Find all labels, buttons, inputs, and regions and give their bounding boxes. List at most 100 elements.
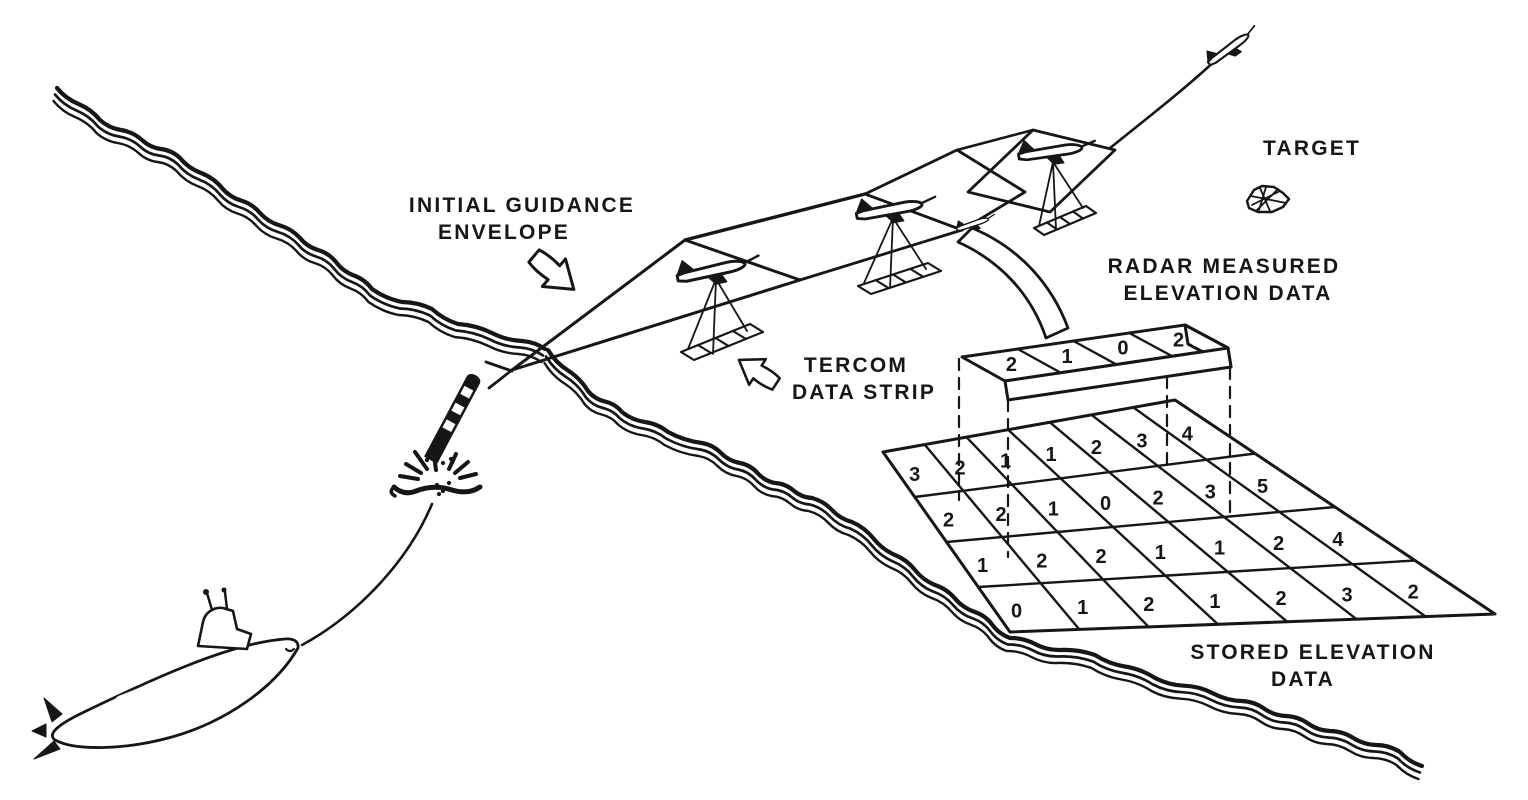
- corridor-line: [955, 128, 1035, 152]
- radar-strip-value: 2: [1173, 330, 1184, 352]
- splash-spike: [432, 454, 438, 472]
- splash-spike: [404, 462, 423, 475]
- tercom-pointer-arrow: [730, 346, 785, 398]
- strip-divider: [909, 267, 925, 279]
- stored-grid-value: 1: [1209, 591, 1220, 613]
- stored-grid-value: 2: [1143, 594, 1154, 616]
- grid-outline: [881, 398, 1497, 634]
- grid-column-line: [1132, 406, 1427, 618]
- stored-grid-value: 3: [1205, 482, 1216, 504]
- strip-divider: [714, 336, 730, 348]
- missile-band: [451, 402, 465, 416]
- strip-divider: [696, 343, 713, 355]
- radar-measured-label-line1: RADAR MEASURED: [1108, 255, 1341, 278]
- tercom-ground-strips: [679, 204, 1098, 362]
- stored-grid-value: 2: [1036, 551, 1047, 573]
- labels: INITIAL GUIDANCE ENVELOPE TERCOM DATA ST…: [409, 137, 1433, 691]
- stored-grid-value: 1: [1077, 597, 1088, 619]
- grid-column-line: [1048, 421, 1289, 623]
- strip-divider: [891, 273, 908, 284]
- missile-band: [460, 385, 474, 399]
- stored-grid-value: 1: [1048, 498, 1059, 520]
- grid-row-line: [913, 452, 1257, 499]
- stored-grid-value: 2: [1273, 533, 1284, 555]
- corridor-line: [798, 228, 964, 282]
- stored-grid-value: 2: [995, 504, 1006, 526]
- initial-guidance-label-line1: INITIAL GUIDANCE: [409, 194, 635, 217]
- stored-grid-value: 1: [1045, 444, 1056, 466]
- submarine-tail-fin: [43, 697, 63, 723]
- target-label: TARGET: [1263, 137, 1361, 160]
- coastline-wave-line: [543, 361, 1420, 781]
- missile-band: [442, 419, 456, 433]
- strip-divider: [874, 278, 890, 290]
- stored-grid-value: 3: [1136, 430, 1147, 452]
- stored-elevation-label-line2: DATA: [1271, 668, 1335, 691]
- coastline-wave-line: [545, 347, 1425, 769]
- radar-beam: [687, 278, 717, 350]
- radar-beam: [712, 278, 717, 355]
- stored-grid-value: 4: [1332, 529, 1344, 551]
- descent-swoosh-band: [956, 226, 1070, 340]
- stored-elevation-grid: [881, 398, 1497, 634]
- stored-grid-value: 2: [1095, 546, 1106, 568]
- submarine: [31, 587, 300, 760]
- launching-missile: [424, 374, 481, 464]
- radar-beam: [1038, 161, 1054, 227]
- splash-spike: [398, 474, 420, 481]
- splash-waterline: [391, 484, 483, 496]
- radar-beam: [863, 217, 894, 284]
- grid-row-line: [977, 559, 1417, 589]
- envelope-apex-extension: [487, 368, 514, 390]
- radar-beams: [687, 161, 1084, 355]
- stored-grid-value: 3: [909, 464, 920, 486]
- stored-grid-value: 2: [1152, 487, 1163, 509]
- tercom-data-strip-label-line1: TERCOM: [804, 354, 908, 377]
- radar-beam: [715, 278, 748, 332]
- radar-measured-label-line2: ELEVATION DATA: [1124, 282, 1333, 305]
- coastline-lower: [543, 347, 1425, 781]
- correlation-dashed-lines: [957, 357, 1232, 559]
- stored-grid-value: 2: [943, 510, 954, 532]
- stored-grid-value: 2: [1275, 588, 1286, 610]
- strip-cell-divider: [1128, 331, 1174, 358]
- splash-spike: [447, 452, 458, 471]
- radar-beam: [1052, 161, 1057, 230]
- radar-beam: [892, 217, 927, 270]
- stored-grid-value: 0: [1100, 493, 1111, 515]
- submarine-launch-trajectory: [300, 502, 434, 647]
- stored-grid-value: 5: [1257, 476, 1268, 498]
- strip-front-face: [1003, 346, 1233, 402]
- submarine-rudder: [31, 723, 47, 738]
- periscope: [205, 591, 214, 612]
- grid-column-line: [965, 435, 1150, 629]
- radar-strip-value: 1: [1062, 346, 1073, 368]
- radar-beam: [1052, 161, 1084, 209]
- corridor-line: [683, 192, 867, 242]
- grid-column-line: [1006, 428, 1220, 626]
- strip-divider: [1071, 210, 1085, 220]
- radar-beam: [889, 217, 894, 289]
- coastline-upper: [52, 85, 548, 364]
- coastline-wave-line: [53, 93, 545, 357]
- tercom-plane-3: [966, 128, 1117, 214]
- coastline-wave-line: [54, 85, 548, 352]
- terminal-dive-trajectory: [1108, 56, 1220, 150]
- stored-grid-value: 2: [1408, 582, 1419, 604]
- strip-cell-divider: [1016, 347, 1062, 374]
- splash-spike: [413, 450, 429, 471]
- radar-measured-strip: [960, 323, 1233, 402]
- stored-grid-value: 1: [977, 555, 988, 577]
- submarine-bow-mark: [284, 647, 296, 653]
- stored-grid-value: 2: [955, 457, 966, 479]
- grid-row-line: [945, 505, 1337, 544]
- initial-guidance-label-line2: ENVELOPE: [438, 221, 570, 244]
- splash-spike: [458, 472, 478, 480]
- stored-grid-value: 3: [1342, 585, 1353, 607]
- tercom-plane-2: [863, 148, 1027, 232]
- submarine-sail: [196, 606, 253, 651]
